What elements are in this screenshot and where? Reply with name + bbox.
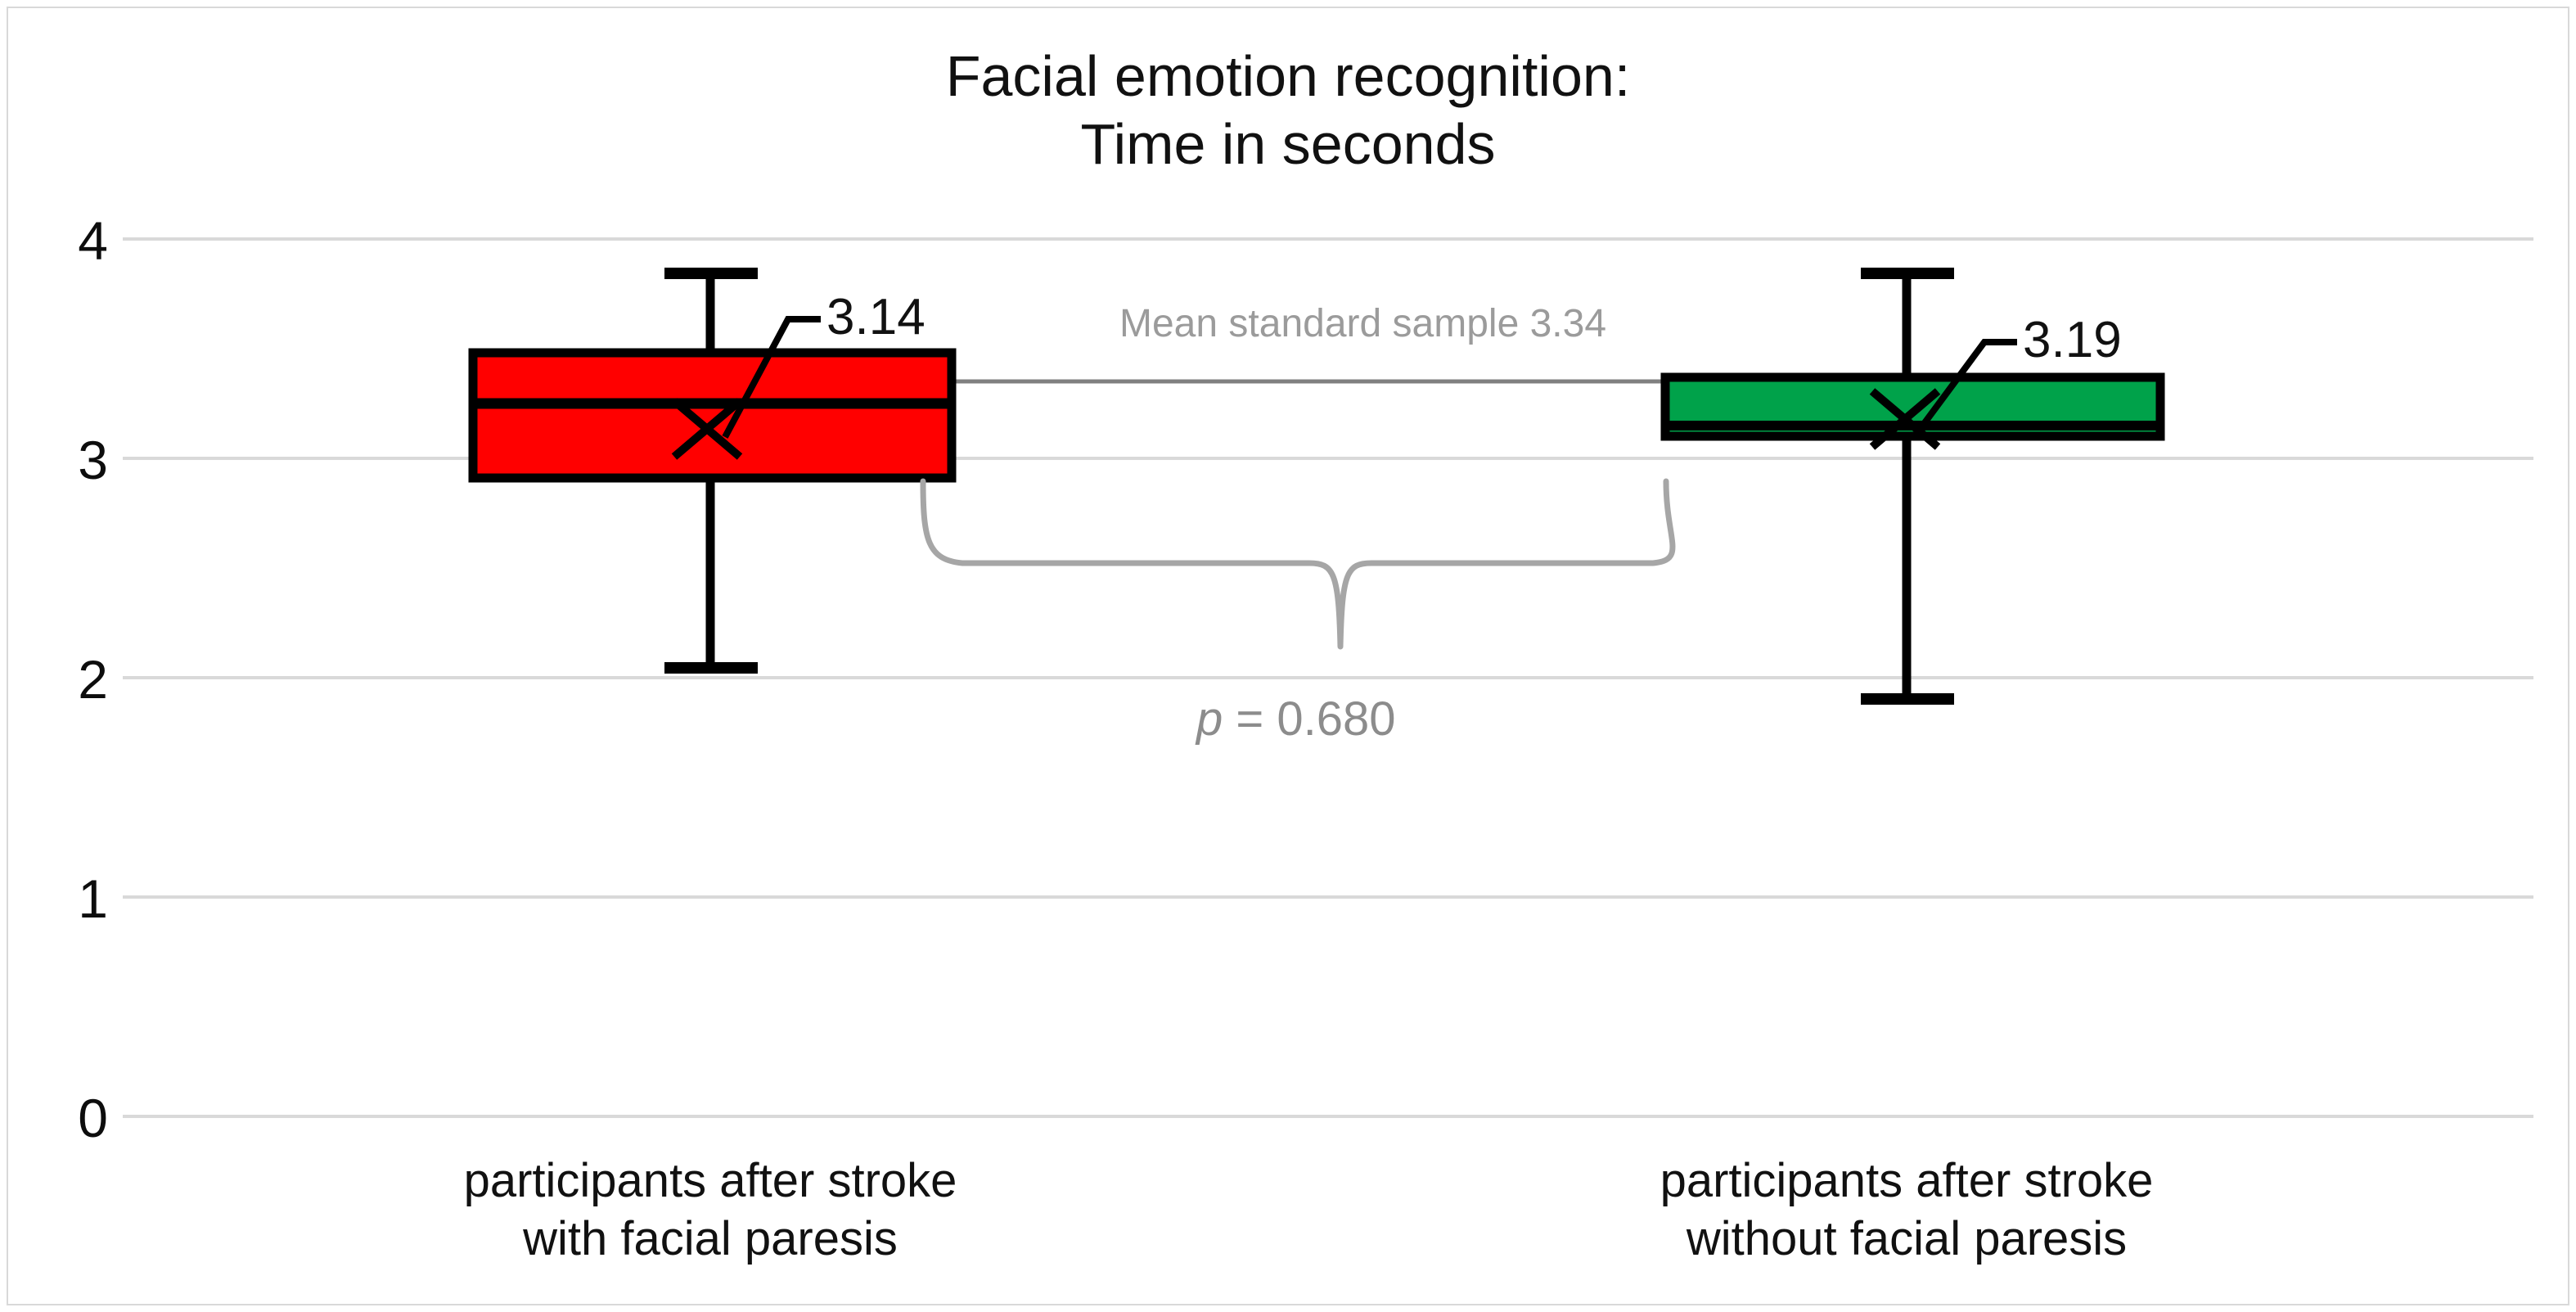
x-category-with-paresis-line2: with facial paresis — [523, 1211, 898, 1265]
p-value-number: = 0.680 — [1223, 692, 1396, 746]
p-value-symbol: p — [1196, 692, 1223, 746]
mean-value-label-red: 3.14 — [826, 289, 925, 345]
chart-title-line2: Time in seconds — [1080, 111, 1496, 176]
chart-title-line1: Facial emotion recognition: — [945, 44, 1631, 108]
boxplot-without-facial-paresis[interactable] — [1660, 268, 2165, 705]
mean-value-label-green: 3.19 — [2023, 312, 2122, 368]
boxplot-with-facial-paresis[interactable] — [468, 268, 957, 674]
gridlines — [123, 237, 2533, 1118]
x-category-without-paresis-line2: without facial paresis — [1686, 1211, 2128, 1265]
reference-line-label: Mean standard sample 3.34 — [1119, 302, 1607, 345]
mean-marker-x-green — [1869, 388, 1941, 450]
p-value-annotation: p = 0.680 — [1196, 692, 1396, 746]
y-tick-label-0: 0 — [78, 1088, 108, 1148]
y-tick-label-1: 1 — [78, 868, 108, 929]
chart-title: Facial emotion recognition:Time in secon… — [0, 43, 2576, 178]
box-red[interactable] — [468, 348, 957, 483]
y-tick-label-3: 3 — [78, 430, 108, 490]
mean-marker-x-red — [671, 398, 743, 460]
x-category-with-paresis-line1: participants after stroke — [463, 1154, 957, 1207]
y-tick-label-2: 2 — [78, 649, 108, 710]
x-category-without-paresis-line1: participants after stroke — [1660, 1154, 2154, 1207]
y-tick-label-4: 4 — [78, 210, 108, 271]
comparison-brace — [920, 478, 1676, 650]
mean-leader-line-green — [1918, 339, 2017, 430]
mean-leader-line-red — [722, 316, 821, 439]
